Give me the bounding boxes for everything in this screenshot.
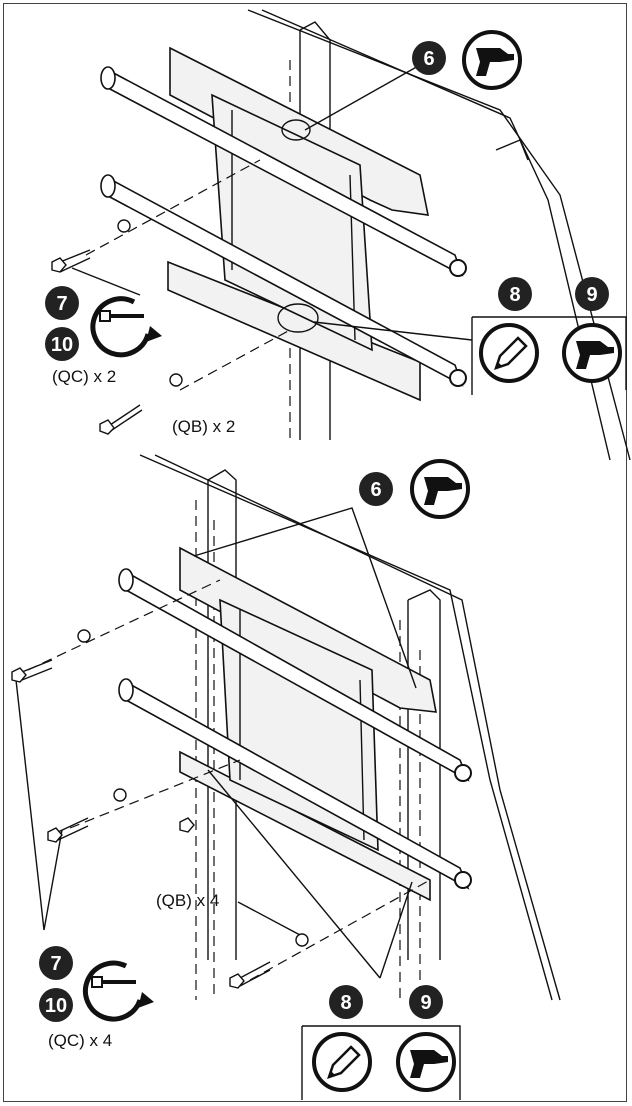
step-number: 6	[370, 479, 381, 501]
upper-rail	[169, 46, 430, 216]
qc-top-label: (QC) x 2	[52, 367, 116, 386]
drill-icon	[396, 1032, 456, 1092]
step-number: 10	[45, 995, 67, 1017]
step-number: 9	[420, 992, 431, 1014]
step-10-top: 10	[45, 327, 79, 361]
qc-bottom-label: (QC) x 4	[48, 1031, 112, 1050]
step-10-bottom: 10	[39, 988, 73, 1022]
bottom-panel	[11, 454, 561, 1100]
wrench-rotate-icon	[90, 296, 162, 358]
callout-box-bottom	[301, 1025, 461, 1100]
step-number: 8	[340, 992, 351, 1014]
step-8-top: 8	[498, 277, 532, 311]
top-panel	[51, 9, 631, 461]
drill-icon	[462, 30, 522, 90]
step-number: 9	[586, 284, 597, 306]
step-6-bottom: 6	[359, 472, 393, 506]
step-number: 6	[423, 48, 434, 70]
stud-top-right	[495, 139, 529, 161]
washer-bottom-1	[77, 629, 91, 643]
washer-top-1	[117, 219, 131, 233]
stud-bottom-right	[407, 589, 441, 960]
step-number: 7	[56, 293, 67, 315]
drill-icon	[410, 459, 470, 519]
wrench-rotate-icon	[82, 960, 154, 1022]
lower-rail-bottom	[179, 750, 431, 902]
bolt-bottom-4	[229, 973, 245, 989]
drill-icon	[562, 323, 622, 383]
bolt-top-1	[51, 257, 67, 273]
step-9-bottom: 9	[409, 985, 443, 1019]
step-number: 7	[50, 953, 61, 975]
bolt-bottom-1	[11, 667, 27, 683]
bolt-bottom-2	[47, 827, 63, 843]
step-number: 8	[509, 284, 520, 306]
qb-bottom-label: (QB) x 4	[156, 891, 219, 910]
diagram-frame	[3, 3, 627, 1102]
qb-top-label: (QB) x 2	[172, 417, 235, 436]
washer-bottom-2	[113, 788, 127, 802]
step-6-top: 6	[412, 41, 446, 75]
step-7-top: 7	[45, 286, 79, 320]
step-number: 10	[51, 334, 73, 356]
step-8-bottom: 8	[329, 985, 363, 1019]
step-7-bottom: 7	[39, 946, 73, 980]
pencil-icon	[479, 323, 539, 383]
highlight-lower-top	[277, 303, 319, 333]
washer-bottom-3	[295, 933, 309, 947]
highlight-upper-top	[281, 119, 311, 141]
pencil-icon	[312, 1032, 372, 1092]
wall-edge-bottom	[139, 454, 553, 1001]
bolt-bottom-3	[179, 817, 195, 833]
washer-top-2	[169, 373, 183, 387]
callout-box-top	[472, 316, 627, 390]
bolt-top-2	[99, 419, 115, 435]
step-9-top: 9	[575, 277, 609, 311]
